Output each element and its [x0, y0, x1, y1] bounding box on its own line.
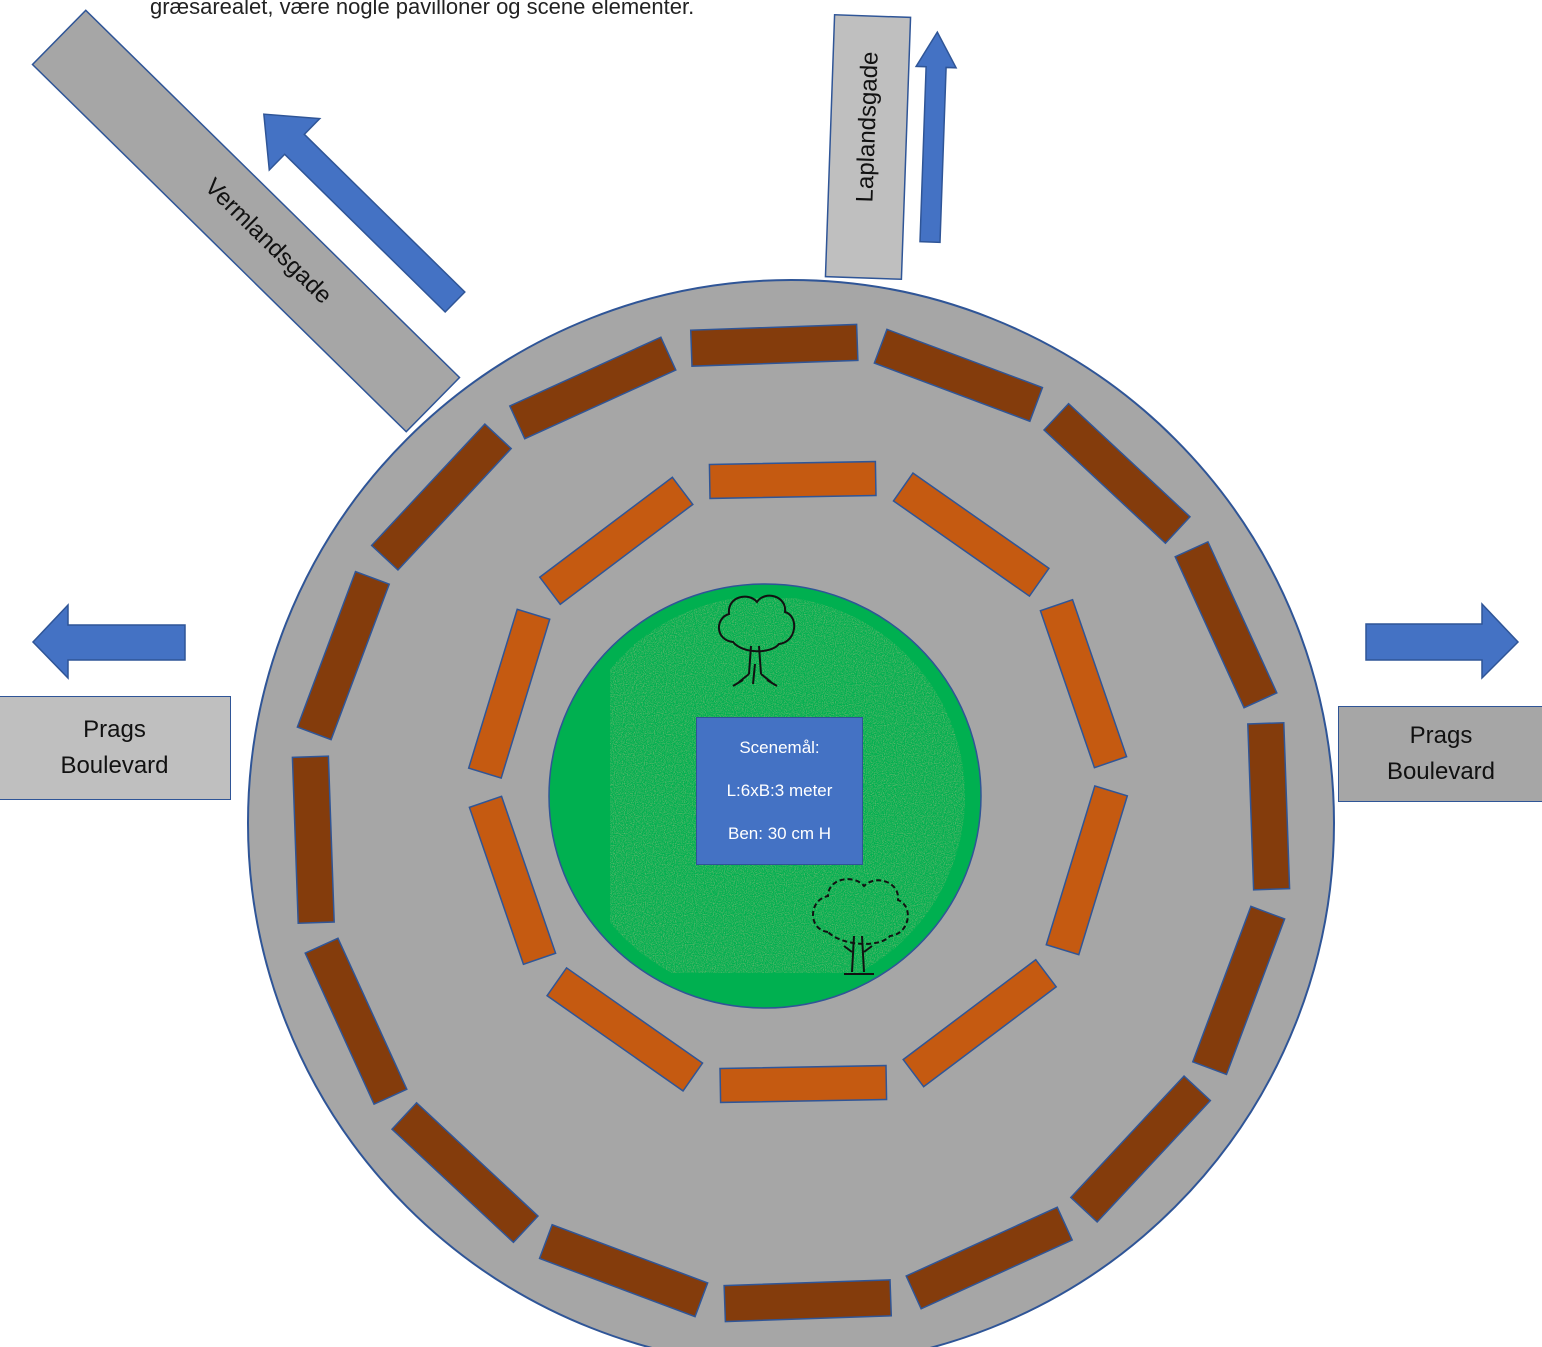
- road-label-prags-left-line1: Prags: [83, 716, 146, 743]
- outer-pavilion: [1247, 721, 1291, 891]
- road-laplandsgade: Laplandsgade: [824, 13, 912, 281]
- arrow-vermlandsgade: [263, 113, 466, 314]
- tree-icon: [718, 594, 795, 687]
- road-prags-right: Prags Boulevard: [1338, 706, 1542, 802]
- road-label-prags-right-line1: Prags: [1409, 722, 1473, 749]
- outer-pavilion: [1069, 1074, 1212, 1224]
- inner-pavilion: [1045, 785, 1129, 956]
- stage-dimensions: L:6xB:3 meter: [726, 780, 833, 800]
- outer-pavilion: [538, 1223, 709, 1318]
- outer-pavilion: [1042, 402, 1192, 545]
- outer-pavilion: [873, 328, 1044, 423]
- road-label-prags-left-line2: Boulevard: [60, 752, 169, 779]
- inner-pavilion: [708, 460, 877, 500]
- outer-pavilion: [291, 755, 335, 925]
- outer-pavilion: [1174, 540, 1278, 709]
- outer-pavilion: [508, 336, 677, 440]
- outer-pavilion: [296, 570, 391, 741]
- road-label-prags-right-line2: Boulevard: [1386, 758, 1496, 785]
- inner-pavilion: [546, 966, 704, 1092]
- outer-pavilion: [723, 1279, 893, 1323]
- stage-legs: Ben: 30 cm H: [728, 824, 831, 844]
- inner-pavilion-ring: [467, 460, 1129, 1104]
- inner-pavilion: [719, 1064, 888, 1104]
- inner-pavilion: [1039, 598, 1128, 769]
- inner-pavilion: [902, 958, 1058, 1088]
- outer-pavilion: [370, 422, 513, 572]
- outer-pavilion-ring: [291, 323, 1291, 1323]
- inner-pavilion: [892, 472, 1050, 598]
- road-prags-left: Prags Boulevard: [0, 696, 231, 800]
- description-text: græsarealet, være nogle pavilloner og sc…: [150, 0, 695, 19]
- arrow-prags-left: [31, 603, 186, 680]
- arrow-laplandsgade: [914, 30, 958, 244]
- inner-pavilion: [538, 476, 694, 606]
- road-vermlandsgade: Vermlandsgade: [31, 9, 461, 433]
- stage-title: Scenemål:: [739, 737, 820, 757]
- arrow-prags-right: [1365, 602, 1520, 680]
- outer-pavilion: [304, 937, 408, 1106]
- inner-pavilion: [468, 795, 557, 966]
- road-label-laplandsgade: Laplandsgade: [851, 51, 883, 203]
- outer-pavilion: [390, 1101, 540, 1244]
- outer-pavilion: [1191, 905, 1286, 1076]
- tree-icon: [812, 878, 909, 975]
- stage-element: Scenemål: L:6xB:3 meter Ben: 30 cm H: [696, 717, 863, 865]
- outer-pavilion: [689, 323, 859, 367]
- outer-pavilion: [905, 1206, 1074, 1310]
- inner-pavilion: [467, 608, 551, 779]
